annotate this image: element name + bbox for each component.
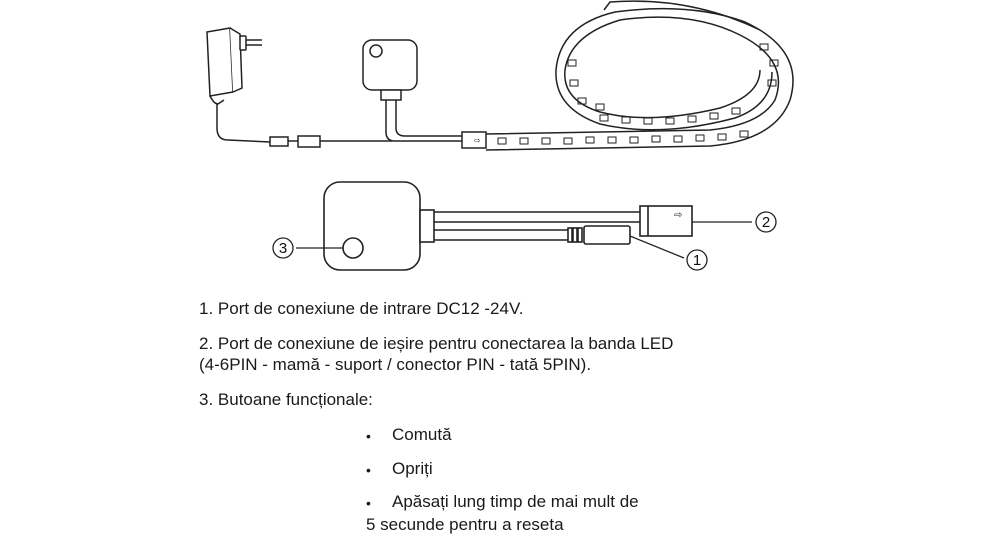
callout-2: 2 bbox=[755, 211, 777, 233]
description-item-2-line-2: (4-6PIN - mamă - suport / conector PIN -… bbox=[199, 355, 592, 374]
bullet-dot-icon: • bbox=[366, 495, 371, 511]
description-item-3: 3. Butoane funcționale: bbox=[199, 390, 373, 409]
bullet-item-reset-continuation: 5 secunde pentru a reseta bbox=[366, 515, 564, 534]
callout-1: 1 bbox=[686, 249, 708, 271]
svg-text:1: 1 bbox=[693, 252, 701, 269]
power-adapter bbox=[206, 27, 262, 105]
led-strip-coil bbox=[485, 0, 794, 151]
bullet-item-reset: Apăsați lung timp de mai mult de bbox=[392, 492, 639, 511]
adapter-cable bbox=[216, 104, 392, 148]
callout-3: 3 bbox=[272, 237, 294, 259]
bullet-item-comuta: Comută bbox=[392, 425, 452, 444]
description-item-2-line-1: 2. Port de conexiune de ieșire pentru co… bbox=[199, 334, 674, 353]
controller-small: ⇨ bbox=[362, 39, 487, 149]
description-item-1: 1. Port de conexiune de intrare DC12 -24… bbox=[199, 299, 524, 318]
callout-leaders bbox=[296, 221, 752, 259]
input-cable bbox=[434, 225, 631, 245]
bullet-item-opriti: Opriți bbox=[392, 459, 433, 478]
svg-text:2: 2 bbox=[762, 214, 770, 231]
product-diagram: ⇨ ⇨ bbox=[206, 0, 794, 271]
svg-text:⇨: ⇨ bbox=[674, 210, 682, 221]
bullet-dot-icon: • bbox=[366, 428, 371, 444]
controller-detail bbox=[323, 181, 435, 271]
svg-text:3: 3 bbox=[279, 240, 287, 257]
bullet-dot-icon: • bbox=[366, 462, 371, 478]
svg-text:⇨: ⇨ bbox=[474, 136, 481, 145]
output-cable: ⇨ bbox=[434, 205, 693, 237]
